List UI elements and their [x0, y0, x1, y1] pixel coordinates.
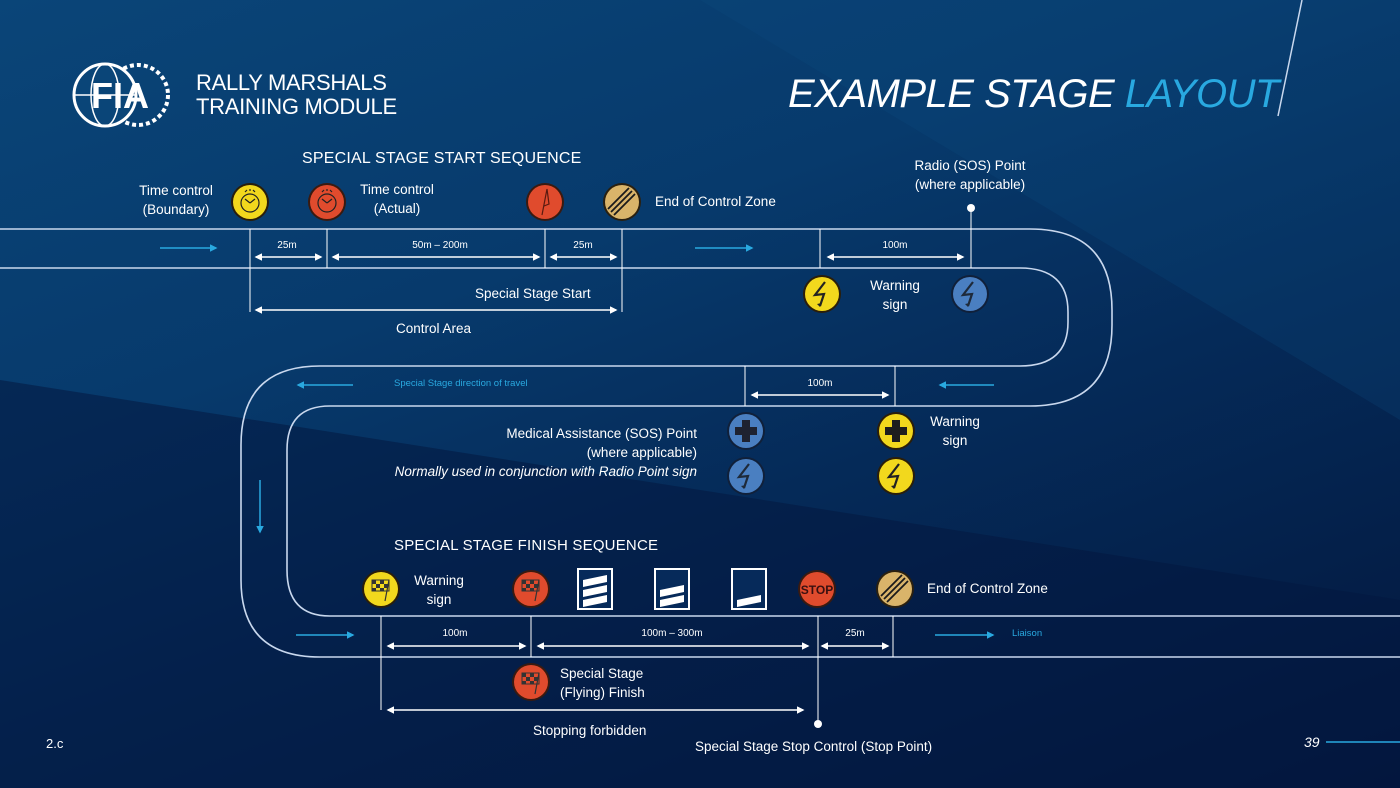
dim-label: 100m	[442, 628, 468, 639]
cross-icon	[885, 420, 907, 442]
cross-icon	[735, 420, 757, 442]
module-title-line1: RALLY MARSHALS	[196, 70, 387, 95]
page-title-accent: LAYOUT	[1124, 72, 1280, 116]
dim-label: 100m – 300m	[641, 628, 703, 639]
clock-icon	[240, 189, 260, 213]
module-title: RALLY MARSHALS TRAINING MODULE	[196, 71, 397, 119]
medical-note: Normally used in conjunction with Radio …	[394, 464, 697, 479]
page-number: 39	[1304, 734, 1320, 750]
stop-sign: STOP	[798, 570, 836, 608]
dim-label: 25m	[845, 628, 865, 639]
finish-warning-sign	[362, 570, 400, 608]
liaison-label: Liaison	[1012, 628, 1043, 639]
clock-icon	[317, 189, 337, 213]
dim-label: 100m	[807, 378, 833, 389]
medical-point-sign	[727, 412, 765, 450]
radio-sos-point-label: Radio (SOS) Point(where applicable)	[914, 158, 1026, 192]
start-flag-icon	[541, 188, 550, 216]
direction-of-travel-label: Special Stage direction of travel	[394, 378, 528, 389]
fia-logo: FIA	[72, 62, 170, 128]
stage-start-sign	[526, 183, 564, 221]
module-title-line2: TRAINING MODULE	[196, 94, 397, 119]
special-stage-start-label: Special Stage Start	[475, 286, 591, 301]
road-outer-edge	[0, 228, 1400, 617]
svg-text:FIA: FIA	[91, 75, 149, 116]
dim-label: 100m	[882, 240, 908, 251]
end-control-zone-sign	[876, 570, 914, 608]
checkered-flag-icon	[371, 579, 390, 602]
end-control-zone-label: End of Control Zone	[655, 194, 776, 209]
flying-finish-sign	[512, 570, 550, 608]
radio-warning-sign	[877, 457, 915, 495]
control-area-label: Control Area	[396, 321, 472, 336]
countdown-board-3	[577, 568, 613, 610]
end-control-zone-label: End of Control Zone	[927, 581, 1048, 596]
end-control-zone-sign	[603, 183, 641, 221]
radio-point-sign	[951, 275, 989, 313]
finish-sequence-heading: SPECIAL STAGE FINISH SEQUENCE	[394, 537, 659, 554]
radio-point-sign	[727, 457, 765, 495]
lightning-icon	[960, 281, 974, 307]
medical-warning-sign	[877, 412, 915, 450]
dim-label: 25m	[277, 240, 297, 251]
lightning-icon	[812, 281, 826, 307]
medical-sos-point-label: Medical Assistance (SOS) Point (where ap…	[340, 424, 697, 481]
time-control-boundary-label: Time control(Boundary)	[139, 183, 213, 217]
stop-control-label: Special Stage Stop Control (Stop Point)	[695, 739, 933, 754]
road-inner-edge	[0, 267, 1400, 658]
time-control-actual-label: Time control(Actual)	[360, 182, 434, 216]
countdown-board-2	[654, 568, 690, 610]
stopping-forbidden-label: Stopping forbidden	[533, 723, 647, 738]
countdown-board-1	[731, 568, 767, 610]
dim-label: 50m – 200m	[412, 240, 468, 251]
time-control-actual-sign	[308, 183, 346, 221]
section-number: 2.c	[46, 736, 64, 751]
lightning-icon	[886, 463, 900, 489]
page-title: EXAMPLE STAGE LAYOUT	[788, 72, 1280, 116]
checkered-flag-icon	[521, 579, 540, 602]
start-sequence-heading: SPECIAL STAGE START SEQUENCE	[302, 150, 582, 167]
checkered-flag-icon	[521, 672, 540, 695]
flying-finish-sign	[512, 663, 550, 701]
flying-finish-label: Special Stage(Flying) Finish	[560, 666, 645, 700]
end-zone-icon	[880, 574, 909, 603]
time-control-boundary-sign	[231, 183, 269, 221]
lightning-icon	[736, 463, 750, 489]
stop-text: STOP	[801, 583, 833, 597]
end-zone-icon	[607, 187, 636, 216]
dim-label: 25m	[573, 240, 593, 251]
radio-warning-sign	[803, 275, 841, 313]
